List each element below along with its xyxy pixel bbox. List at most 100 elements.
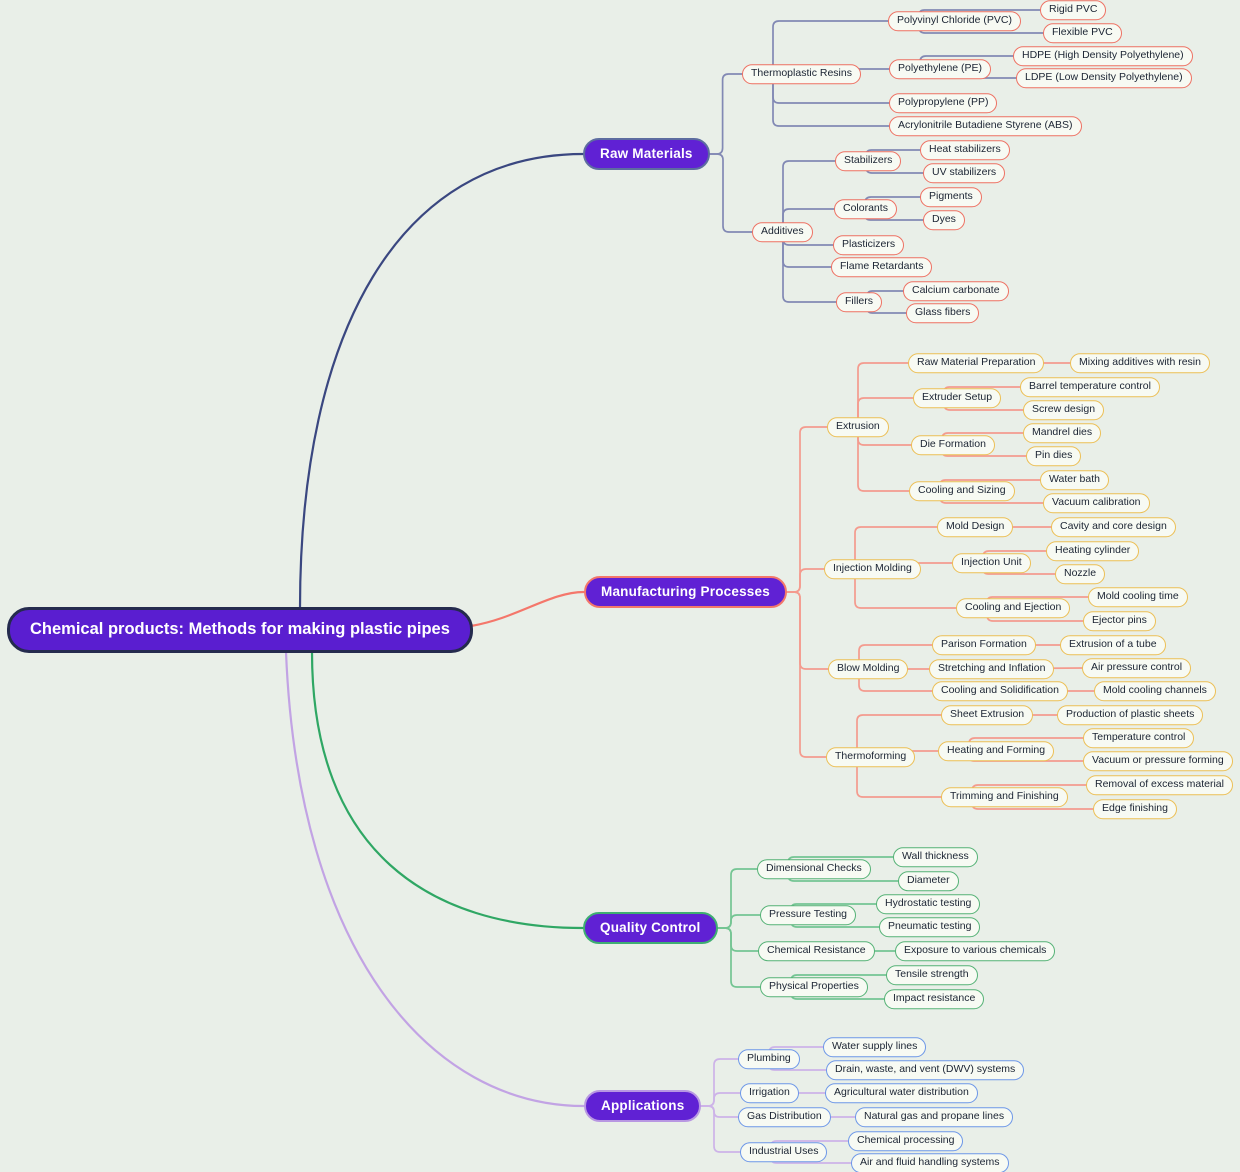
node-wall-thickness[interactable]: Wall thickness (893, 847, 978, 867)
node-edge-finishing[interactable]: Edge finishing (1093, 799, 1177, 819)
connector (785, 591, 830, 670)
node-screw-design[interactable]: Screw design (1023, 400, 1105, 420)
node-hydrostatic-testing[interactable]: Hydrostatic testing (876, 894, 981, 914)
node-abs[interactable]: Acrylonitrile Butadiene Styrene (ABS) (889, 116, 1082, 136)
connector (785, 591, 828, 758)
node-plumbing[interactable]: Plumbing (738, 1049, 800, 1069)
node-air-and-fluid-handling-systems[interactable]: Air and fluid handling systems (851, 1153, 1009, 1172)
node-glass-fibers[interactable]: Glass fibers (906, 303, 980, 323)
node-gas-distribution[interactable]: Gas Distribution (738, 1107, 831, 1127)
node-thermoplastic-resins[interactable]: Thermoplastic Resins (742, 64, 861, 84)
node-pigments[interactable]: Pigments (920, 187, 982, 207)
node-additives[interactable]: Additives (752, 222, 813, 242)
connector (708, 73, 744, 155)
node-stabilizers[interactable]: Stabilizers (835, 151, 902, 171)
node-plasticizers[interactable]: Plasticizers (833, 235, 905, 255)
node-uv-stabilizers[interactable]: UV stabilizers (923, 163, 1006, 183)
connector (708, 153, 754, 233)
node-sheet-extrusion[interactable]: Sheet Extrusion (941, 705, 1034, 725)
connector (699, 1092, 742, 1107)
node-dyes[interactable]: Dyes (923, 210, 965, 230)
node-thermoforming[interactable]: Thermoforming (826, 747, 916, 767)
node-heating-cylinder[interactable]: Heating cylinder (1046, 541, 1140, 561)
node-hdpe[interactable]: HDPE (High Density Polyethylene) (1013, 46, 1193, 66)
node-natural-gas-and-propane-lines[interactable]: Natural gas and propane lines (855, 1107, 1014, 1127)
node-impact-resistance[interactable]: Impact resistance (884, 989, 985, 1009)
node-vacuum-or-pressure-forming[interactable]: Vacuum or pressure forming (1083, 751, 1233, 771)
node-pressure-testing[interactable]: Pressure Testing (760, 905, 857, 925)
node-mixing-additives-with-resin[interactable]: Mixing additives with resin (1070, 353, 1210, 373)
node-ejector-pins[interactable]: Ejector pins (1083, 611, 1156, 631)
node-diameter[interactable]: Diameter (898, 871, 959, 891)
node-mandrel-dies[interactable]: Mandrel dies (1023, 423, 1102, 443)
node-extruder-setup[interactable]: Extruder Setup (913, 388, 1002, 408)
node-air-pressure-control[interactable]: Air pressure control (1082, 658, 1192, 678)
node-production-of-plastic-sheets[interactable]: Production of plastic sheets (1057, 705, 1204, 725)
node-ldpe[interactable]: LDPE (Low Density Polyethylene) (1016, 68, 1192, 88)
node-central[interactable]: Chemical products: Methods for making pl… (7, 607, 473, 653)
node-industrial-uses[interactable]: Industrial Uses (740, 1142, 828, 1162)
node-dimensional-checks[interactable]: Dimensional Checks (757, 859, 871, 879)
node-cooling-and-solidification[interactable]: Cooling and Solidification (932, 681, 1068, 701)
connector (699, 1058, 740, 1107)
node-flexible-pvc[interactable]: Flexible PVC (1043, 23, 1122, 43)
connector (716, 914, 762, 929)
node-pe[interactable]: Polyethylene (PE) (889, 59, 992, 79)
node-pneumatic-testing[interactable]: Pneumatic testing (879, 917, 981, 937)
node-cooling-and-sizing[interactable]: Cooling and Sizing (909, 481, 1015, 501)
node-colorants[interactable]: Colorants (834, 199, 897, 219)
node-chemical-processing[interactable]: Chemical processing (848, 1131, 964, 1151)
node-mold-design[interactable]: Mold Design (937, 517, 1014, 537)
node-parison-formation[interactable]: Parison Formation (932, 635, 1036, 655)
connector (284, 650, 586, 1108)
node-fillers[interactable]: Fillers (836, 292, 882, 312)
node-raw-material-preparation[interactable]: Raw Material Preparation (908, 353, 1045, 373)
node-nozzle[interactable]: Nozzle (1055, 564, 1106, 584)
connector (716, 927, 760, 952)
node-water-bath[interactable]: Water bath (1040, 470, 1109, 490)
node-cooling-and-ejection[interactable]: Cooling and Ejection (956, 598, 1071, 618)
node-applications[interactable]: Applications (584, 1090, 702, 1122)
node-tensile-strength[interactable]: Tensile strength (886, 965, 978, 985)
connector (298, 152, 585, 610)
node-water-supply-lines[interactable]: Water supply lines (823, 1037, 927, 1057)
node-exposure-to-various-chemicals[interactable]: Exposure to various chemicals (895, 941, 1056, 961)
connector (785, 568, 826, 593)
node-barrel-temperature-control[interactable]: Barrel temperature control (1020, 377, 1160, 397)
node-physical-properties[interactable]: Physical Properties (760, 977, 868, 997)
node-agricultural-water-distribution[interactable]: Agricultural water distribution (825, 1083, 978, 1103)
node-irrigation[interactable]: Irrigation (740, 1083, 799, 1103)
node-injection-unit[interactable]: Injection Unit (952, 553, 1031, 573)
node-removal-of-excess-material[interactable]: Removal of excess material (1086, 775, 1233, 795)
node-cavity-and-core-design[interactable]: Cavity and core design (1051, 517, 1176, 537)
node-temperature-control[interactable]: Temperature control (1083, 728, 1195, 748)
node-heat-stabilizers[interactable]: Heat stabilizers (920, 140, 1010, 160)
node-injection-molding[interactable]: Injection Molding (824, 559, 921, 579)
node-vacuum-calibration[interactable]: Vacuum calibration (1043, 493, 1150, 513)
node-chemical-resistance[interactable]: Chemical Resistance (758, 941, 875, 961)
node-die-formation[interactable]: Die Formation (911, 435, 995, 455)
connector (785, 426, 829, 593)
node-extrusion-of-a-tube[interactable]: Extrusion of a tube (1060, 635, 1166, 655)
node-extrusion[interactable]: Extrusion (827, 417, 889, 437)
node-trimming-and-finishing[interactable]: Trimming and Finishing (941, 787, 1068, 807)
node-pvc[interactable]: Polyvinyl Chloride (PVC) (888, 11, 1021, 31)
connector (469, 590, 586, 628)
node-pp[interactable]: Polypropylene (PP) (889, 93, 998, 113)
node-raw-materials[interactable]: Raw Materials (583, 138, 710, 170)
node-dwv-systems[interactable]: Drain, waste, and vent (DWV) systems (826, 1060, 1025, 1080)
node-mold-cooling-time[interactable]: Mold cooling time (1088, 587, 1188, 607)
connector (716, 868, 759, 929)
node-blow-molding[interactable]: Blow Molding (828, 659, 909, 679)
node-mold-cooling-channels[interactable]: Mold cooling channels (1094, 681, 1216, 701)
node-pin-dies[interactable]: Pin dies (1026, 446, 1082, 466)
node-manufacturing-processes[interactable]: Manufacturing Processes (584, 576, 787, 608)
node-rigid-pvc[interactable]: Rigid PVC (1040, 0, 1107, 20)
node-heating-and-forming[interactable]: Heating and Forming (938, 741, 1055, 761)
node-flame-retardants[interactable]: Flame Retardants (831, 257, 933, 277)
node-quality-control[interactable]: Quality Control (583, 912, 718, 944)
connector (699, 1105, 740, 1118)
node-stretching-and-inflation[interactable]: Stretching and Inflation (929, 659, 1055, 679)
node-calcium-carbonate[interactable]: Calcium carbonate (903, 281, 1009, 301)
